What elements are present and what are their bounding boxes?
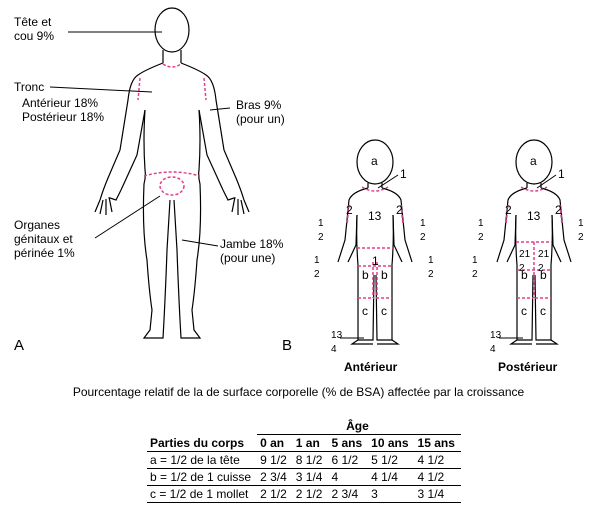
posterior-view-label: Postérieur [498,360,557,374]
table-cell: 5 1/2 [368,452,414,469]
anterior-label-trunk: 13 [368,209,381,223]
posterior-label-b-left: b [521,268,528,282]
posterior-label-trunk: 13 [527,209,540,223]
table-cell: 2 3/4 [257,469,293,486]
table-cell: 8 1/2 [293,452,329,469]
body-diagram [0,0,597,380]
table-row: a = 1/2 de la tête 9 1/2 8 1/2 6 1/2 5 1… [147,452,461,469]
anterior-label-a: a [371,154,378,168]
table-column-header-row: Parties du corps 0 an 1 an 5 ans 10 ans … [147,435,461,452]
column-header: 5 ans [328,435,368,452]
anterior-label-b-right: b [381,268,388,282]
posterior-label-upper-arm-left: 2 [505,203,512,217]
table-cell: 4 1/2 [415,452,461,469]
posterior-label-upper-arm-right: 2 [555,203,562,217]
anterior-label-c-left: c [362,304,368,318]
anterior-label-upper-arm-right: 2 [396,203,403,217]
anterior-label-b-left: b [362,268,369,282]
anterior-label-neck: 1 [400,167,407,181]
column-header: 0 an [257,435,293,452]
label-genitals: Organes génitaux et périnée 1% [14,218,75,260]
label-arm: Bras 9% (pour un) [236,98,285,126]
column-header: 10 ans [368,435,414,452]
age-group-header: Âge [257,418,461,435]
adult-dashed-regions [138,64,206,195]
table-cell: b = 1/2 de 1 cuisse [147,469,257,486]
table-cell: 4 [328,469,368,486]
anterior-label-genital: 1 [372,254,379,268]
child-posterior-dashed [506,187,562,298]
label-trunk-title: Tronc [14,80,44,94]
child-anterior-dashed [347,187,403,298]
table-cell: c = 1/2 de 1 mollet [147,486,257,503]
posterior-label-c-left: c [521,304,527,318]
table-row: c = 1/2 de 1 mollet 2 1/2 2 1/2 2 3/4 3 … [147,486,461,503]
column-header: 1 an [293,435,329,452]
table-cell: 4 1/2 [415,469,461,486]
anterior-view-label: Antérieur [344,360,397,374]
table-row: b = 1/2 de 1 cuisse 2 3/4 3 1/4 4 4 1/4 … [147,469,461,486]
label-head-neck: Tête et cou 9% [14,15,54,43]
anterior-label-c-right: c [381,304,387,318]
table-cell: 3 1/4 [415,486,461,503]
label-trunk-values: Antérieur 18% Postérieur 18% [22,96,104,124]
panel-a-letter: A [14,337,24,354]
table-cell: 2 1/2 [293,486,329,503]
table-cell: 2 3/4 [328,486,368,503]
posterior-label-a: a [530,154,537,168]
figure-caption: Pourcentage relatif de la de surface cor… [0,385,597,399]
table-cell: 3 1/4 [293,469,329,486]
column-header: 15 ans [415,435,461,452]
label-leg: Jambe 18% (pour une) [220,237,283,265]
table-cell: 2 1/2 [257,486,293,503]
anterior-label-upper-arm-left: 2 [346,203,353,217]
table-cell: a = 1/2 de la tête [147,452,257,469]
bsa-table: Âge Parties du corps 0 an 1 an 5 ans 10 … [147,418,461,503]
table-group-header-row: Âge [147,418,461,435]
table-cell: 4 1/4 [368,469,414,486]
table-cell: 9 1/2 [257,452,293,469]
table-cell: 6 1/2 [328,452,368,469]
panel-b-letter: B [282,337,292,354]
posterior-label-b-right: b [540,268,547,282]
adult-body-outline [95,8,249,338]
posterior-label-c-right: c [540,304,546,318]
column-header: Parties du corps [147,435,257,452]
table-cell: 3 [368,486,414,503]
posterior-label-neck: 1 [558,167,565,181]
